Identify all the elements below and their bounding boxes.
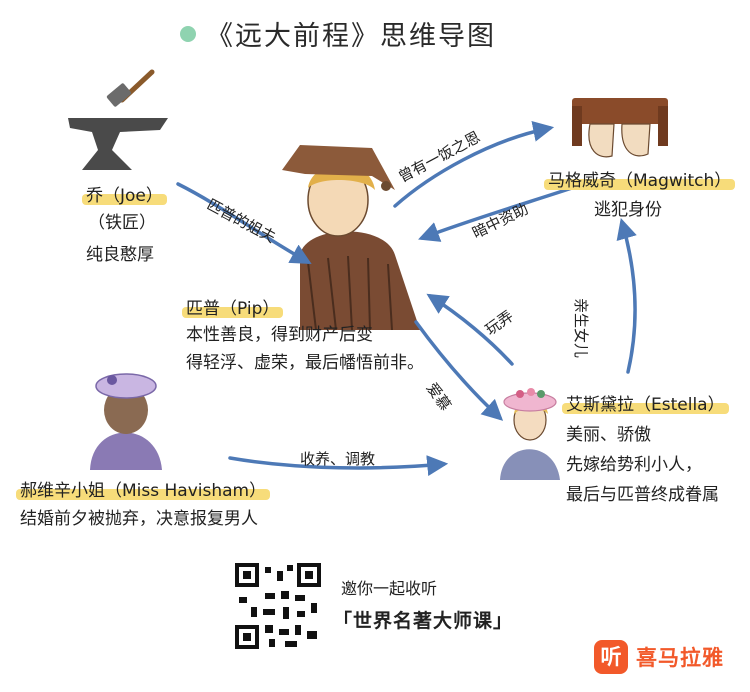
brand: 听 喜马拉雅 [594,640,724,674]
title-block: 《远大前程》思维导图 [180,14,496,53]
pip-figure [282,145,420,331]
node-magwitch: 马格威奇（Magwitch） [543,166,736,191]
estella-figure [500,388,560,480]
invite-text: 邀你一起收听 [341,579,438,598]
pip-desc-line2: 得轻浮、虚荣，最后幡悟前非。 [186,353,424,373]
ximalaya-logo-icon: 听 [594,640,628,674]
node-joe: 乔（Joe） [82,181,167,206]
node-havisham: 郝维辛小姐（Miss Havisham） [15,476,271,501]
arrow-estella-to-magwitch [616,217,637,374]
page-title: 《远大前程》思维导图 [206,21,496,52]
estella-desc-line1: 美丽、骄傲 [566,425,651,445]
pip-desc-line1: 本性善良，得到财产后变 [186,325,373,345]
estella-desc-line3: 最后与匹普终成眷属 [566,485,719,505]
arrow-joe-to-pip [176,182,312,265]
havisham-name: 郝维辛小姐（Miss Havisham） [15,476,271,501]
havisham-desc: 结婚前夕被抛弃，决意报复男人 [20,509,258,529]
arrow-havisham-to-estella [228,455,449,477]
magwitch-name: 马格威奇（Magwitch） [543,166,736,191]
magwitch-desc: 逃犯身份 [594,200,662,220]
arrow-pip-to-estella [414,320,504,421]
arrow-magwitch-to-pip [418,186,574,242]
anvil-hammer-icon [68,69,168,170]
arrow-pip-to-magwitch [393,121,555,208]
joe-name: 乔（Joe） [82,181,167,206]
title-dot-icon [180,25,196,42]
node-estella: 艾斯黛拉（Estella） [562,390,729,415]
handcuff-hands-icon [572,98,668,158]
estella-desc-line2: 先嫁给势利小人， [566,455,702,475]
node-pip: 匹普（Pip） [181,294,284,319]
brand-name: 喜马拉雅 [636,646,724,670]
edge-label-estella-magwitch: 亲生女儿 [572,298,590,359]
arrow-estella-to-pip [426,293,514,366]
joe-desc: 纯良憨厚 [86,245,154,265]
course-name: 「世界名著大师课」 [333,610,514,632]
joe-role: （铁匠） [88,213,156,233]
miss-havisham-figure [90,373,162,470]
estella-name: 艾斯黛拉（Estella） [562,390,729,415]
edge-label-havisham-estella: 收养、调教 [300,450,376,468]
pip-name: 匹普（Pip） [181,294,284,319]
qr-code [235,563,321,649]
